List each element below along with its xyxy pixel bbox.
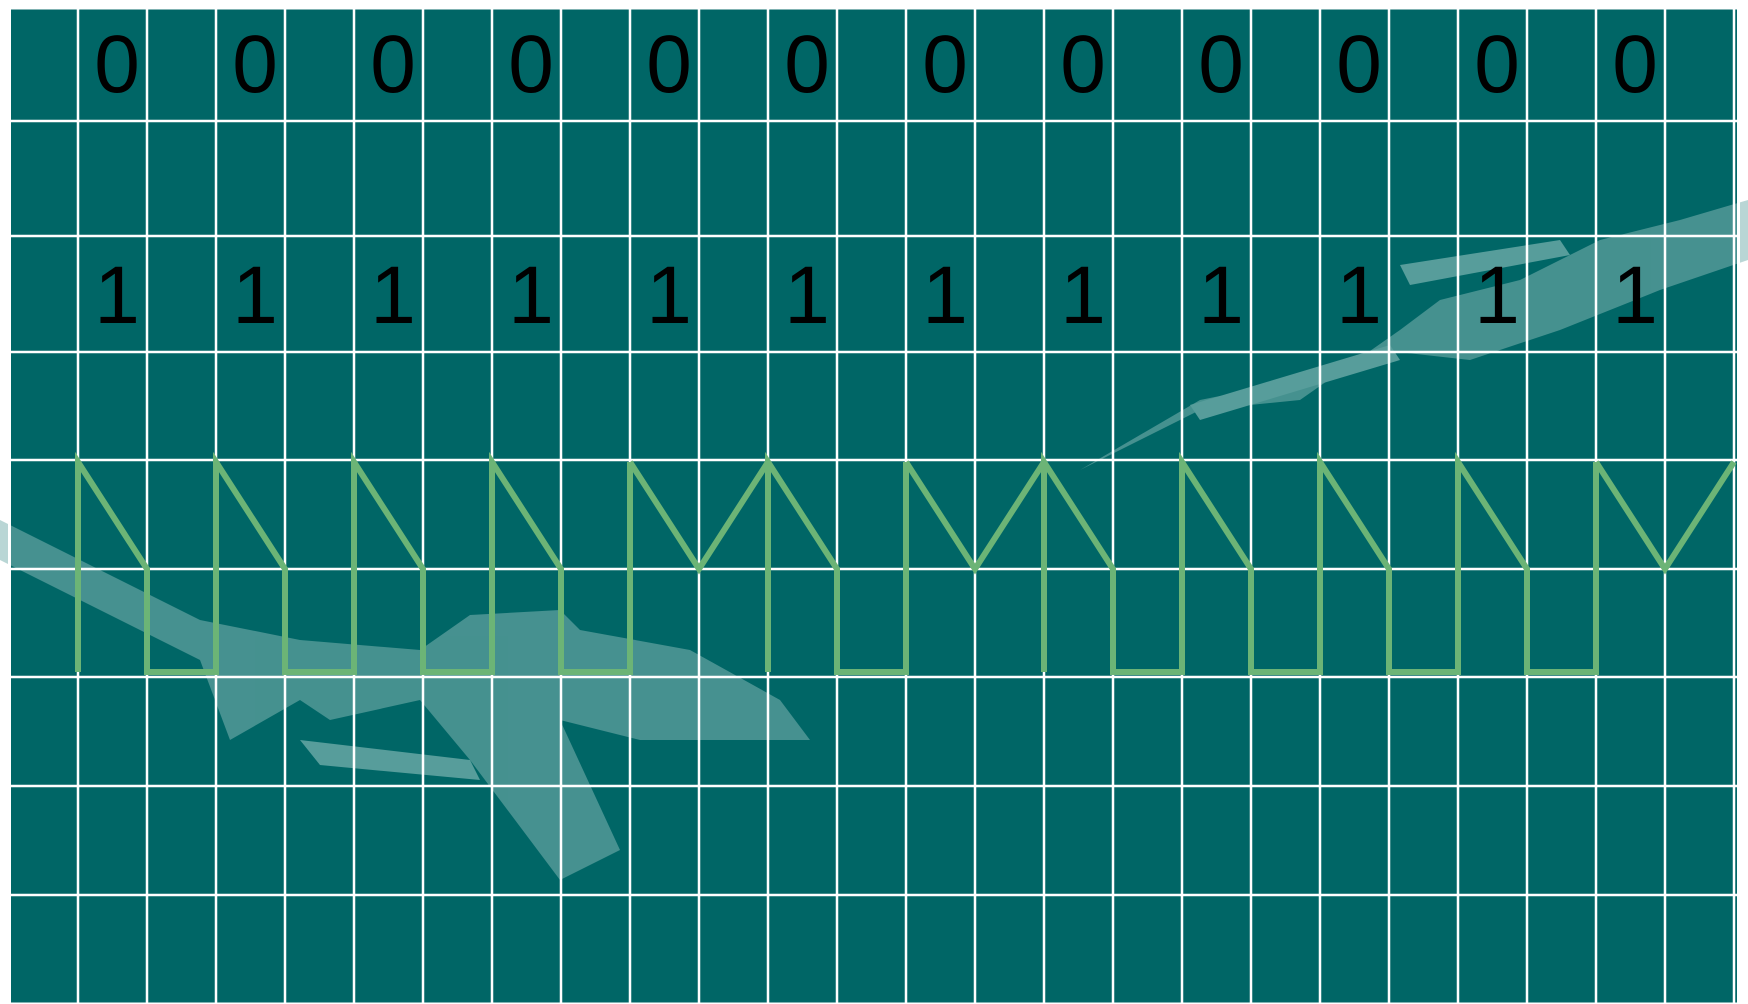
- second-row-digit: 1: [94, 250, 140, 341]
- top-row-digit: 0: [1612, 19, 1658, 110]
- top-row-digit: 0: [1198, 19, 1244, 110]
- second-row-digit: 1: [1474, 250, 1520, 341]
- top-row-digit: 0: [784, 19, 830, 110]
- top-row-digit: 0: [232, 19, 278, 110]
- board-background: [8, 8, 1740, 1004]
- top-row-digit: 0: [1336, 19, 1382, 110]
- top-row-digit: 0: [1060, 19, 1106, 110]
- top-row-digit: 0: [922, 19, 968, 110]
- second-row-digit: 1: [370, 250, 416, 341]
- second-row-digit: 1: [1060, 250, 1106, 341]
- second-row-digit: 1: [1612, 250, 1658, 341]
- second-row-digit: 1: [922, 250, 968, 341]
- second-row-digit: 1: [1336, 250, 1382, 341]
- top-row-digit: 0: [94, 19, 140, 110]
- second-row-digit: 1: [232, 250, 278, 341]
- top-row-digit: 0: [370, 19, 416, 110]
- top-row-digit: 0: [646, 19, 692, 110]
- top-row-digit: 0: [1474, 19, 1520, 110]
- second-row-digit: 1: [784, 250, 830, 341]
- top-row-digit: 0: [508, 19, 554, 110]
- second-row-digit: 1: [508, 250, 554, 341]
- second-row-digit: 1: [1198, 250, 1244, 341]
- second-row-digit: 1: [646, 250, 692, 341]
